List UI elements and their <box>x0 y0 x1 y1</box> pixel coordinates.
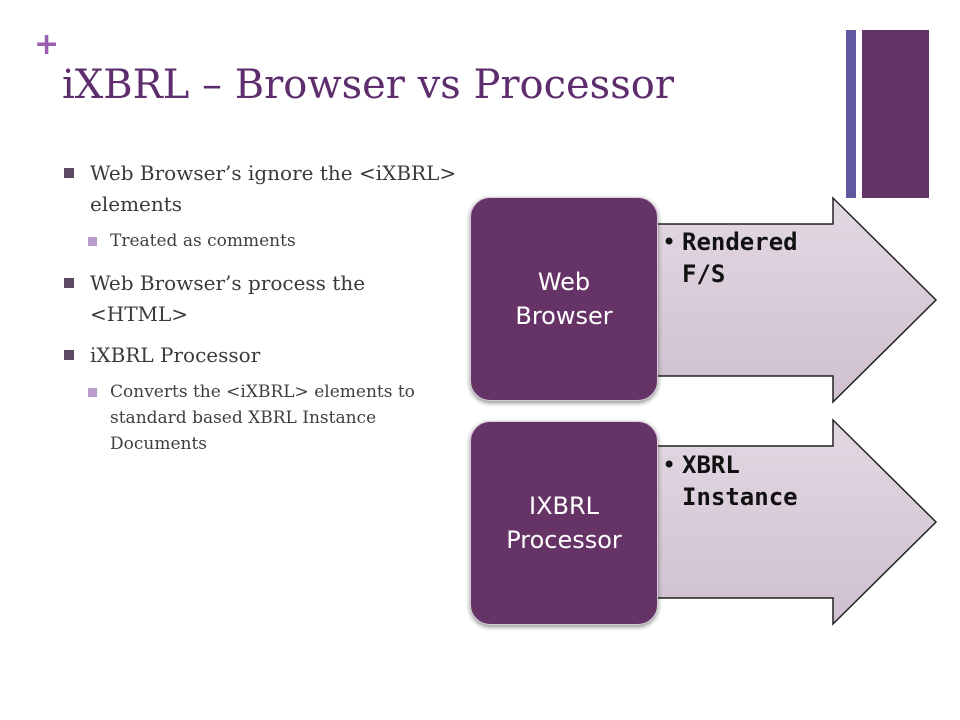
bullet-square-icon <box>64 168 74 178</box>
bullet-text: Web Browser’s process the <HTML> <box>90 271 366 326</box>
plus-icon: + <box>34 27 60 62</box>
bullet-text: iXBRL Processor <box>90 343 261 367</box>
bullet-item: Web Browser’s process the <HTML> <box>62 268 462 330</box>
arrow-bullet-icon: • <box>662 228 677 256</box>
bullet-square-icon <box>64 350 74 360</box>
ixbrl-processor-box: IXBRL Processor <box>470 421 658 625</box>
bullet-list: Web Browser’s ignore the <iXBRL> element… <box>62 158 462 471</box>
sub-bullet-square-icon <box>88 237 97 246</box>
arrow-text-line: Instance <box>682 483 798 511</box>
arrow-text-browser: • Rendered F/S <box>662 226 798 290</box>
arrow-text-line: Rendered <box>682 228 798 256</box>
bullet-item: Web Browser’s ignore the <iXBRL> element… <box>62 158 462 220</box>
box-label-line: Browser <box>515 302 613 330</box>
box-label-line: IXBRL <box>528 492 600 520</box>
decorative-bar-thick <box>862 30 929 198</box>
decorative-bar-thin <box>846 30 856 198</box>
box-label-line: Processor <box>506 526 622 554</box>
arrow-text-line: F/S <box>682 260 726 288</box>
sub-bullet-text: Treated as comments <box>110 231 296 251</box>
bullet-square-icon <box>64 278 74 288</box>
slide-title: iXBRL – Browser vs Processor <box>62 62 674 108</box>
bullet-text: Web Browser’s ignore the <iXBRL> element… <box>90 161 457 216</box>
sub-bullet-square-icon <box>88 388 97 397</box>
bullet-item: iXBRL Processor <box>62 340 462 371</box>
web-browser-box: Web Browser <box>470 197 658 401</box>
box-label-line: Web <box>537 268 591 296</box>
arrow-text-line: XBRL <box>682 451 740 479</box>
sub-bullet-text: Converts the <iXBRL> elements to standar… <box>110 382 415 454</box>
arrow-text-processor: • XBRL Instance <box>662 449 798 513</box>
sub-bullet-item: Converts the <iXBRL> elements to standar… <box>62 379 462 457</box>
sub-bullet-item: Treated as comments <box>62 228 462 254</box>
arrow-bullet-icon: • <box>662 451 677 479</box>
